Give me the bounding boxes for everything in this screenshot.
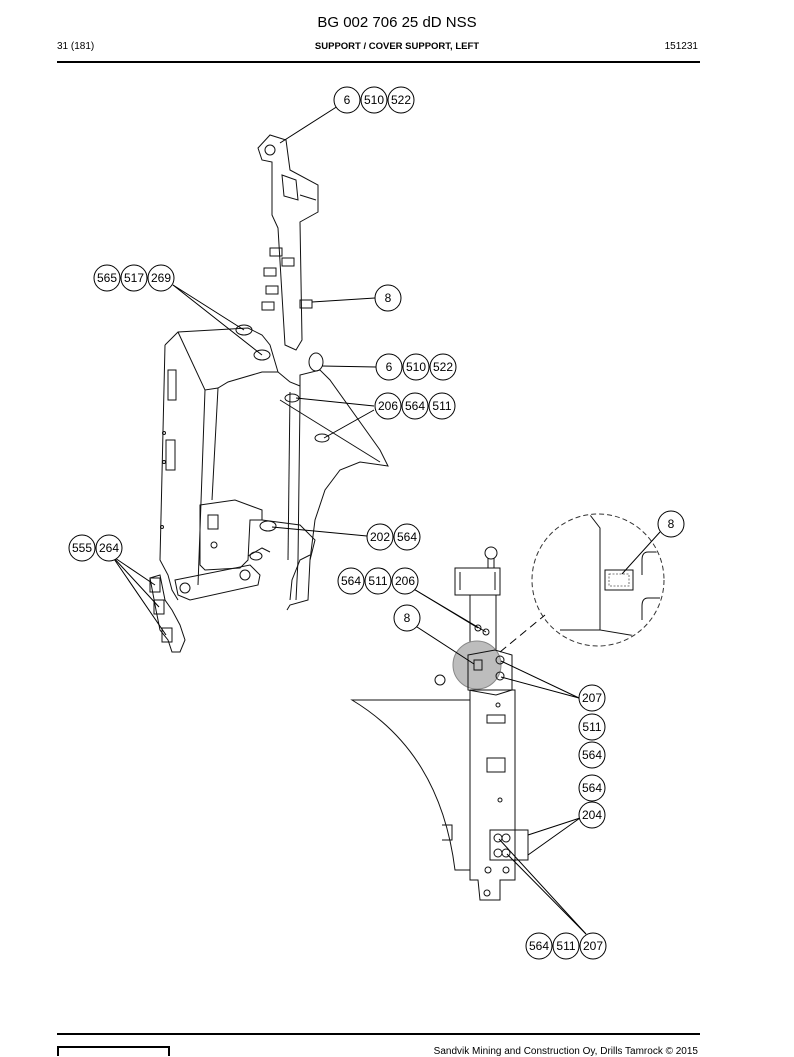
callout-circle [147, 264, 175, 292]
callout-c7: 555 264 [68, 534, 123, 562]
detail-highlight [452, 640, 502, 690]
callout-circle [333, 86, 361, 114]
callout-circle [93, 264, 121, 292]
callout-circle [578, 774, 606, 802]
callout-label: 511 [582, 720, 601, 734]
callout-c9: 8 [393, 604, 421, 632]
callout-circle [402, 353, 430, 381]
callout-circle [337, 567, 365, 595]
callout-circle [578, 801, 606, 829]
callout-label: 8 [404, 611, 411, 625]
callout-c12: 511 [578, 713, 606, 741]
callout-circle [120, 264, 148, 292]
callout-circle [95, 534, 123, 562]
callout-circle [360, 86, 388, 114]
callout-c2: 565 517 269 [93, 264, 175, 292]
callout-circle [578, 741, 606, 769]
callout-circle [374, 284, 402, 312]
callout-label: 6 [344, 93, 351, 107]
callout-label: 6 [386, 360, 393, 374]
footer-rule [57, 1033, 700, 1035]
callout-label: 511 [432, 399, 451, 413]
document-title: BG 002 706 25 dD NSS [317, 14, 477, 31]
callout-label: 564 [397, 530, 417, 544]
callout-c11: 207 [578, 684, 606, 712]
callout-circle [391, 567, 419, 595]
callout-label: 517 [124, 271, 144, 285]
callout-label: 564 [529, 939, 549, 953]
callout-c6: 202 564 [366, 523, 421, 551]
callout-circle [578, 684, 606, 712]
callout-label: 564 [341, 574, 361, 588]
callout-label: 564 [582, 781, 602, 795]
callout-circle [428, 392, 456, 420]
callout-circle [387, 86, 415, 114]
callout-label: 264 [99, 541, 119, 555]
sandvik-logo [57, 1046, 170, 1056]
callout-circle [364, 567, 392, 595]
callout-label: 511 [368, 574, 387, 588]
callout-circle [579, 932, 607, 960]
callout-label: 8 [668, 517, 675, 531]
left-support-assembly [149, 134, 389, 653]
callout-circle [401, 392, 429, 420]
callout-c16: 564 511 207 [525, 932, 607, 960]
callout-c10: 8 [657, 510, 685, 538]
callout-c3: 8 [374, 284, 402, 312]
leader-lines [111, 105, 661, 935]
callout-label: 564 [405, 399, 425, 413]
callout-circle [366, 523, 394, 551]
section-title: SUPPORT / COVER SUPPORT, LEFT [314, 41, 480, 52]
callout-circle [393, 523, 421, 551]
callout-label: 206 [378, 399, 398, 413]
callout-label: 511 [556, 939, 575, 953]
right-support-assembly [350, 546, 529, 901]
callout-label: 204 [582, 808, 602, 822]
callout-circle [525, 932, 553, 960]
callout-c15: 204 [578, 801, 606, 829]
callout-c4: 6 510 522 [375, 353, 457, 381]
header-rule [57, 61, 700, 63]
detail-inset [499, 513, 665, 653]
callout-label: 555 [72, 541, 92, 555]
callout-c13: 564 [578, 741, 606, 769]
callout-circle [657, 510, 685, 538]
callout-label: 510 [406, 360, 426, 374]
callout-label: 269 [151, 271, 171, 285]
bracket-bolts [261, 247, 313, 311]
callout-circle [375, 353, 403, 381]
callout-label: 565 [97, 271, 117, 285]
callout-label: 207 [582, 691, 602, 705]
document-code: 151231 [664, 41, 698, 52]
callout-circle [393, 604, 421, 632]
callout-label: 202 [370, 530, 390, 544]
callout-circle [429, 353, 457, 381]
callout-circle [374, 392, 402, 420]
callout-label: 510 [364, 93, 384, 107]
page-number: 31 (181) [57, 41, 95, 52]
callout-label: 564 [582, 748, 602, 762]
callout-label: 206 [395, 574, 415, 588]
callout-label: 522 [433, 360, 453, 374]
callout-circle [68, 534, 96, 562]
callout-label: 8 [385, 291, 392, 305]
callout-circle [552, 932, 580, 960]
callout-c14: 564 [578, 774, 606, 802]
callout-c8: 564 511 206 [337, 567, 419, 595]
callout-c5: 206 564 511 [374, 392, 456, 420]
callout-label: 207 [583, 939, 603, 953]
callout-circle [578, 713, 606, 741]
footer-copyright: Sandvik Mining and Construction Oy, Dril… [433, 1046, 698, 1057]
callout-c1: 6 510 522 [333, 86, 415, 114]
callout-label: 522 [391, 93, 411, 107]
